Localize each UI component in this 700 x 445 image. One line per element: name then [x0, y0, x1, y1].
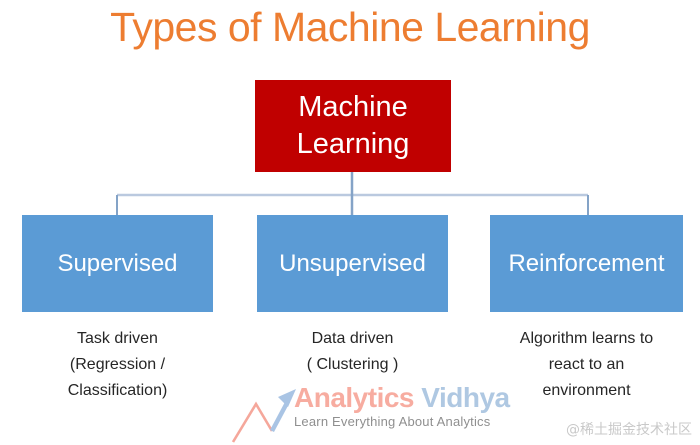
node-machine-learning: Machine Learning: [255, 80, 451, 172]
analytics-vidhya-logo: Analytics Vidhya Learn Everything About …: [230, 383, 510, 445]
node-unsupervised: Unsupervised: [257, 215, 448, 312]
trend-arrow-icon: [231, 389, 296, 443]
desc-unsupervised: Data driven ( Clustering ): [306, 330, 399, 373]
node-supervised: Supervised: [22, 215, 213, 312]
watermark: @稀土掘金技术社区: [566, 422, 692, 438]
logo-tagline: Learn Everything About Analytics: [294, 414, 491, 429]
logo-brand: Analytics Vidhya: [294, 383, 510, 413]
logo-brand-first: Analytics: [294, 382, 415, 413]
logo-brand-second: Vidhya: [421, 382, 510, 413]
node-unsupervised-label: Unsupervised: [279, 249, 426, 277]
node-supervised-label: Supervised: [57, 249, 178, 277]
page-title: Types of Machine Learning: [110, 4, 590, 50]
desc-supervised: Task driven (Regression / Classification…: [67, 330, 168, 399]
desc-reinforcement: Algorithm learns to react to an environm…: [519, 330, 654, 399]
node-reinforcement-label: Reinforcement: [508, 249, 665, 277]
node-reinforcement: Reinforcement: [490, 215, 683, 312]
node-machine-learning-label: Machine Learning: [296, 91, 410, 160]
logo-text: Analytics Vidhya Learn Everything About …: [294, 383, 510, 430]
